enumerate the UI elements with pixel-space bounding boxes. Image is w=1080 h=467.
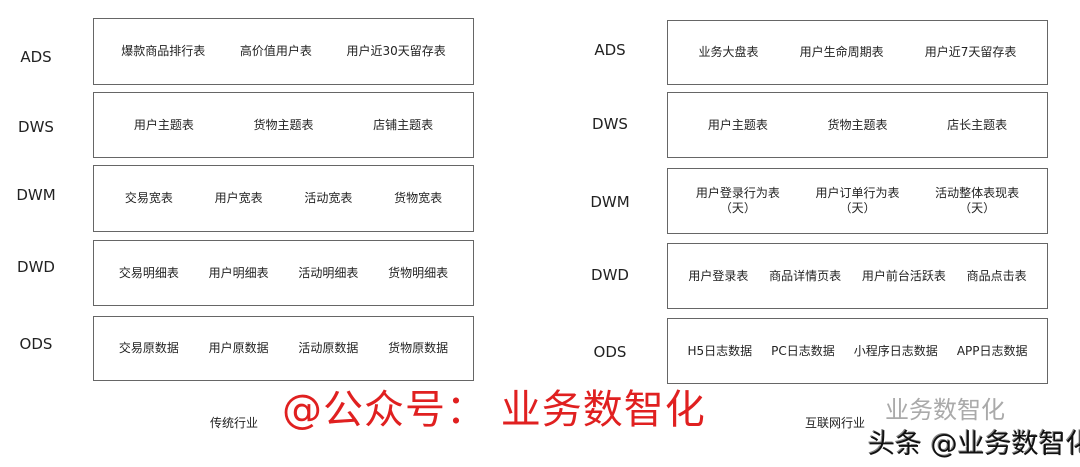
table-item: APP日志数据: [956, 343, 1028, 358]
table-item: 用户宽表: [214, 191, 263, 205]
faint-watermark: 业务数智化: [885, 396, 1005, 424]
right-caption: 互联网行业: [805, 416, 866, 430]
layer-label: DWM: [590, 193, 630, 211]
table-item: 货物宽表: [394, 191, 443, 205]
table-item: PC日志数据: [771, 343, 835, 358]
table-item: 货物明细表: [388, 265, 449, 280]
table-item: 小程序日志数据: [853, 343, 938, 358]
layer-label: ADS: [594, 41, 626, 59]
layer-label: ADS: [20, 48, 52, 66]
table-item: 活动整体表现表 （天）: [935, 186, 1020, 215]
table-item: 用户原数据: [208, 341, 269, 355]
layer-label: ODS: [19, 335, 53, 353]
layer-label: DWD: [591, 266, 629, 284]
table-item: 交易原数据: [118, 341, 179, 355]
table-item: 商品点击表: [966, 268, 1027, 283]
table-item: 店铺主题表: [373, 117, 434, 132]
table-item: H5日志数据: [687, 343, 753, 358]
layer-label: DWS: [18, 118, 54, 136]
table-item: 店长主题表: [947, 117, 1008, 132]
table-item: 用户前台活跃表: [861, 268, 946, 283]
table-item: 用户主题表: [133, 117, 194, 132]
table-item: 用户近7天留存表: [924, 45, 1017, 59]
table-item: 货物主题表: [253, 117, 314, 132]
table-item: 高价值用户表: [239, 44, 312, 58]
layer-box: 用户登录行为表 （天） 用户订单行为表 （天） 活动整体表现表 （天）: [667, 168, 1048, 234]
table-item: 交易明细表: [118, 265, 179, 280]
left-caption: 传统行业: [210, 416, 259, 430]
table-item: 爆款商品排行表: [121, 44, 206, 58]
table-item: 用户明细表: [208, 265, 269, 280]
table-item: 用户近30天留存表: [346, 44, 446, 58]
layer-label: ODS: [593, 343, 627, 361]
red-watermark: @公众号： 业务数智化: [282, 387, 706, 433]
table-item: 活动宽表: [304, 191, 353, 205]
table-item: 用户主题表: [707, 117, 768, 132]
table-item: 用户登录表: [688, 268, 749, 283]
toutiao-watermark: 头条 @业务数智化: [868, 429, 1080, 460]
table-item: 业务大盘表: [698, 45, 759, 59]
layer-box: 交易明细表 用户明细表 活动明细表 货物明细表: [93, 240, 474, 306]
layer-label: DWS: [592, 115, 628, 133]
layer-box: 用户登录表 商品详情页表 用户前台活跃表 商品点击表: [667, 243, 1048, 309]
layer-label: DWM: [16, 186, 56, 204]
table-item: 活动明细表: [298, 265, 359, 280]
layer-box: 用户主题表 货物主题表 店长主题表: [667, 92, 1048, 158]
layer-box: 交易原数据 用户原数据 活动原数据 货物原数据: [93, 316, 474, 381]
layer-label: DWD: [17, 258, 55, 276]
layer-box: 用户主题表 货物主题表 店铺主题表: [93, 92, 474, 158]
table-item: 货物原数据: [388, 341, 449, 355]
layer-box: H5日志数据 PC日志数据 小程序日志数据 APP日志数据: [667, 318, 1048, 384]
table-item: 活动原数据: [298, 341, 359, 355]
table-item: 用户登录行为表 （天）: [695, 186, 780, 215]
layer-box: 交易宽表 用户宽表 活动宽表 货物宽表: [93, 165, 474, 232]
table-item: 用户订单行为表 （天）: [815, 186, 900, 215]
table-item: 用户生命周期表: [799, 45, 884, 59]
table-item: 货物主题表: [827, 117, 888, 132]
table-item: 商品详情页表: [769, 268, 842, 283]
table-item: 交易宽表: [124, 191, 173, 205]
layer-box: 业务大盘表 用户生命周期表 用户近7天留存表: [667, 20, 1048, 85]
layer-box: 爆款商品排行表 高价值用户表 用户近30天留存表: [93, 18, 474, 85]
